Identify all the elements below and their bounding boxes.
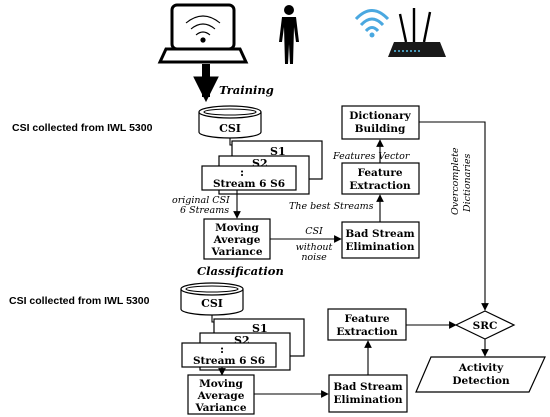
classification-bad-stream-elimination: Bad Stream Elimination: [328, 374, 408, 413]
training-edge-overcomplete-2: Dictionaries: [462, 153, 473, 213]
training-stream-stack: S1 S2 : Stream 6 S6: [201, 140, 323, 195]
training-edge-overcomplete-1: Overcomplete: [450, 147, 461, 215]
training-bad-stream-line2: Elimination: [346, 241, 415, 253]
training-mav-line1: Moving: [215, 222, 259, 234]
training-stream-s6: [201, 165, 297, 191]
training-edge-csi-2: without: [296, 242, 333, 253]
src-label: SRC: [473, 320, 498, 332]
training-dictionary-line1: Dictionary: [349, 110, 411, 122]
training-edge-original-1: original CSI: [172, 195, 230, 206]
classification-feature-extraction: Feature Extraction: [327, 308, 407, 341]
training-csi-source: CSI collected from IWL 5300: [12, 122, 153, 134]
training-edge-best: The best Streams: [289, 201, 374, 212]
training-mav-line2: Average: [213, 234, 261, 246]
classification-bad-stream-line2: Elimination: [334, 394, 403, 406]
classification-title: Classification: [197, 264, 284, 278]
training-title: Training: [219, 83, 274, 97]
wifi-router-icon: [354, 8, 446, 57]
training-mav-line3: Variance: [210, 246, 262, 258]
person-icon: [279, 5, 299, 64]
training-csi-database: CSI: [198, 105, 262, 139]
classification-csi-label: CSI: [201, 297, 223, 310]
training-edge-original-2: 6 Streams: [180, 205, 229, 216]
training-edge-features: Features Vector: [332, 151, 411, 162]
classification-csi-database: CSI: [180, 282, 244, 316]
training-feature-extraction: Feature Extraction: [341, 162, 420, 195]
classification-moving-average-variance: Moving Average Variance: [187, 374, 255, 415]
training-edge-csi-3: noise: [301, 252, 327, 263]
training-bad-stream-elimination: Bad Stream Elimination: [341, 221, 420, 259]
training-dictionary-line2: Building: [355, 123, 406, 135]
training-feature-line2: Extraction: [349, 180, 411, 192]
laptop-wifi-icon: [157, 3, 249, 64]
training-stream-s6-label: Stream 6 S6: [213, 178, 285, 190]
src-decision: SRC: [454, 310, 516, 340]
classification-stream-s6-label: Stream 6 S6: [193, 355, 265, 367]
training-stream-colon: :: [240, 166, 244, 179]
training-stream-s1-label: S1: [270, 145, 286, 158]
training-moving-average-variance: Moving Average Variance: [203, 218, 271, 260]
classification-feature-line1: Feature: [344, 313, 389, 325]
classification-csi-source: CSI collected from IWL 5300: [9, 295, 150, 307]
classification-stream-colon: :: [220, 343, 224, 356]
classification-mav-line1: Moving: [199, 378, 243, 390]
classification-feature-line2: Extraction: [336, 326, 398, 338]
training-bad-stream-line1: Bad Stream: [345, 228, 414, 240]
activity-line1: Activity: [458, 362, 504, 374]
classification-stream-stack: S1 S2 : Stream 6 S6: [181, 318, 305, 371]
training-csi-label: CSI: [219, 122, 241, 135]
classification-stream-s6: [181, 342, 277, 368]
training-edge-csi-1: CSI: [305, 226, 323, 237]
classification-mav-line3: Variance: [194, 402, 246, 414]
classification-mav-line2: Average: [197, 390, 245, 402]
classification-bad-stream-line1: Bad Stream: [333, 381, 402, 393]
training-dictionary-to-src: [419, 121, 489, 311]
classification-stream-s1-label: S1: [252, 322, 268, 335]
training-dictionary-building: Dictionary Building: [341, 105, 420, 140]
training-feature-line1: Feature: [357, 167, 402, 179]
activity-detection: Activity Detection: [415, 356, 546, 393]
activity-line2: Detection: [452, 375, 510, 387]
